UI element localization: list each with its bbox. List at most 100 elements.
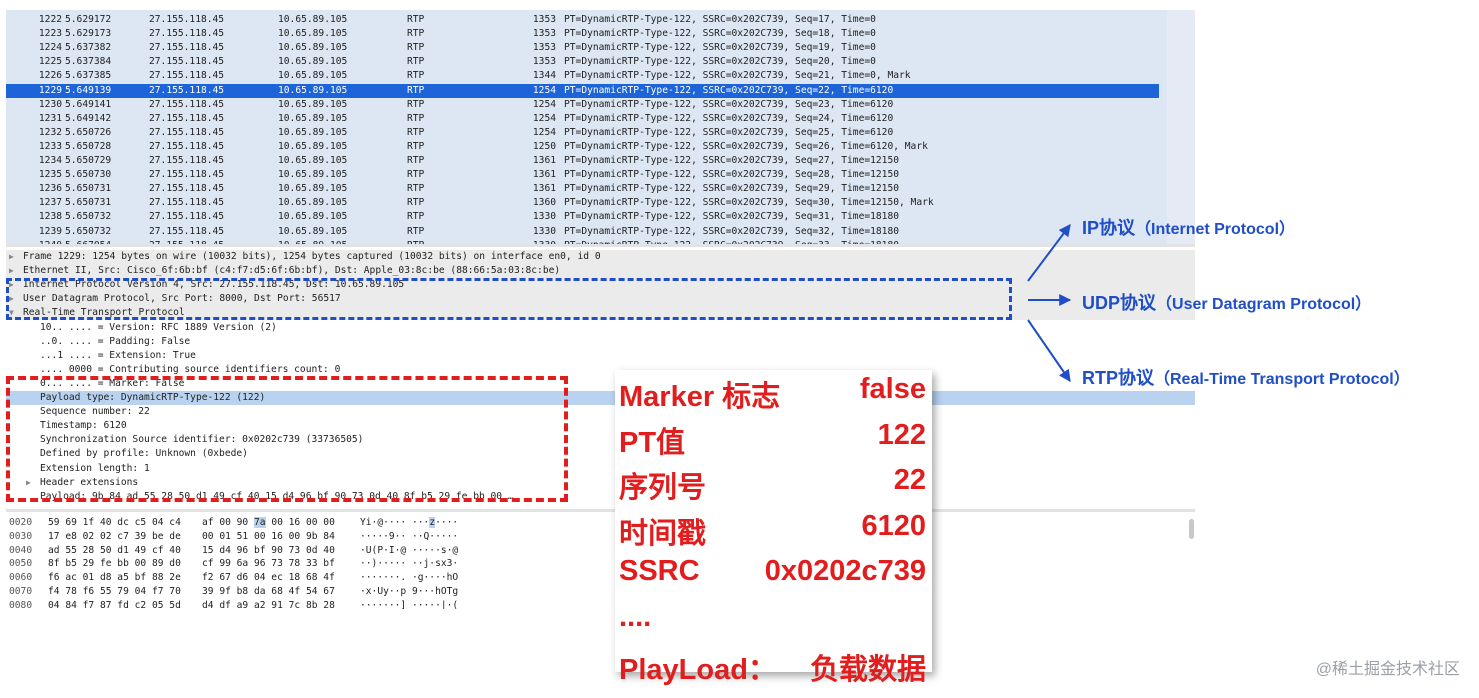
packet-number: 1236: [38, 183, 62, 195]
packet-info: PT=DynamicRTP-Type-122, SSRC=0x202C739, …: [564, 98, 894, 110]
expand-triangle-icon[interactable]: ▶: [9, 280, 14, 290]
hex-bytes-text: 15 d4 96 bf 90 73 0d 40: [202, 544, 335, 556]
pane-divider-bottom[interactable]: [6, 509, 1195, 512]
watermark: @稀土掘金技术社区: [1315, 661, 1460, 678]
packet-source: 27.155.118.45: [149, 56, 225, 68]
summary-value: 负载数据: [809, 654, 926, 686]
packet-length: 1353: [532, 28, 556, 40]
detail-row[interactable]: ▶Internet Protocol Version 4, Src: 27.15…: [6, 278, 1195, 293]
detail-text: Frame 1229: 1254 bytes on wire (10032 bi…: [23, 251, 601, 262]
expand-triangle-icon[interactable]: ▶: [9, 266, 14, 276]
detail-row[interactable]: Timestamp: 6120: [6, 419, 1195, 433]
summary-value: 22: [893, 464, 926, 496]
detail-row[interactable]: 0... .... = Marker: False: [6, 377, 1195, 391]
packet-length: 1353: [532, 14, 556, 25]
packet-row[interactable]: 12405.66705427.155.118.4510.65.89.105RTP…: [6, 239, 1159, 245]
packet-protocol: RTP: [407, 112, 425, 124]
detail-text: 10.. .... = Version: RFC 1889 Version (2…: [40, 321, 277, 333]
packet-length: 1254: [532, 112, 556, 124]
detail-row[interactable]: Sequence number: 22: [6, 405, 1195, 419]
hex-offset: 0050: [9, 558, 33, 570]
packet-number: 1234: [38, 155, 62, 166]
packet-number: 1238: [38, 211, 62, 223]
packet-number: 1235: [38, 169, 62, 181]
packet-time: 5.650732: [65, 225, 112, 237]
hex-bytes-right: d4 df a9 a2 91 7c 8b 28: [202, 599, 335, 609]
summary-key: PT值: [619, 426, 686, 459]
bytes-scrollbar[interactable]: [1189, 519, 1194, 539]
ascii-text: ·······. ·g····hO: [360, 572, 459, 584]
detail-row[interactable]: ▶Ethernet II, Src: Cisco_6f:6b:bf (c4:f7…: [6, 264, 1195, 279]
packet-length: 1353: [532, 42, 556, 54]
packet-list-scrollbar[interactable]: [1167, 10, 1195, 245]
packet-length: 1361: [532, 169, 556, 181]
expand-triangle-icon[interactable]: ▶: [9, 252, 14, 261]
summary-value: 0x0202c739: [764, 555, 926, 587]
packet-source: 27.155.118.45: [149, 140, 225, 152]
packet-destination: 10.65.89.105: [278, 211, 348, 223]
packet-length: 1250: [532, 140, 556, 152]
detail-row[interactable]: ▶User Datagram Protocol, Src Port: 8000,…: [6, 292, 1195, 307]
packet-protocol: RTP: [407, 140, 425, 152]
detail-row[interactable]: ...1 .... = Extension: True: [6, 349, 1195, 363]
hex-selected-byte: 7a: [253, 517, 266, 528]
ascii-text: Yi·@···· ···: [360, 517, 430, 528]
ascii-text: ·x·Uy··p 9···hOTg: [360, 586, 459, 597]
packet-time: 5.650728: [65, 140, 112, 152]
detail-row[interactable]: 10.. .... = Version: RFC 1889 Version (2…: [6, 321, 1195, 335]
detail-text: Payload type: DynamicRTP-Type-122 (122): [40, 392, 266, 403]
summary-key: SSRC: [619, 555, 700, 587]
detail-row[interactable]: Extension length: 1: [6, 462, 1195, 476]
packet-destination: 10.65.89.105: [278, 56, 348, 68]
packet-number: 1222: [38, 14, 62, 25]
udp-protocol-label: UDP协议（User Datagram Protocol）: [1082, 293, 1372, 313]
detail-row[interactable]: Defined by profile: Unknown (0xbede): [6, 447, 1195, 461]
hex-ascii: ·x·Uy··p 9···hOTg: [360, 585, 458, 599]
packet-source: 27.155.118.45: [149, 197, 225, 209]
pane-divider-top[interactable]: [6, 244, 1195, 247]
packet-protocol: RTP: [407, 56, 425, 68]
detail-row[interactable]: Synchronization Source identifier: 0x020…: [6, 433, 1195, 447]
detail-text: Extension length: 1: [40, 462, 150, 474]
detail-row[interactable]: Payload: 9b 84 ad 55 28 50 d1 49 cf 40 1…: [6, 490, 1195, 504]
detail-row[interactable]: ▶ Frame 1229: 1254 bytes on wire (10032 b…: [6, 250, 1195, 264]
ascii-selected-char: z: [429, 517, 436, 528]
hex-bytes-left: ad 55 28 50 d1 49 cf 40: [48, 544, 181, 556]
detail-row[interactable]: ▶Header extensions: [6, 476, 1195, 490]
packet-protocol: RTP: [407, 211, 425, 223]
packet-source: 27.155.118.45: [149, 14, 225, 25]
packet-source: 27.155.118.45: [149, 225, 225, 237]
detail-row[interactable]: ..0. .... = Padding: False: [6, 335, 1195, 349]
hex-bytes-text: cf 99 6a 96 73 78 33 bf: [202, 558, 335, 570]
detail-row[interactable]: .... 0000 = Contributing source identifi…: [6, 363, 1195, 377]
expand-triangle-icon[interactable]: ▶: [9, 294, 14, 304]
packet-number: 1224: [38, 42, 62, 54]
collapse-triangle-icon[interactable]: ▼: [9, 308, 14, 318]
expand-triangle-icon[interactable]: ▶: [26, 477, 31, 487]
hex-bytes-right: 00 01 51 00 16 00 9b 84: [202, 530, 335, 544]
detail-row[interactable]: ▼Real-Time Transport Protocol: [6, 306, 1195, 321]
hex-ascii: ·······] ·····|·(: [360, 599, 458, 609]
ip-protocol-label: IP协议（Internet Protocol）: [1082, 218, 1296, 238]
summary-key: PlayLoad：: [619, 654, 777, 686]
